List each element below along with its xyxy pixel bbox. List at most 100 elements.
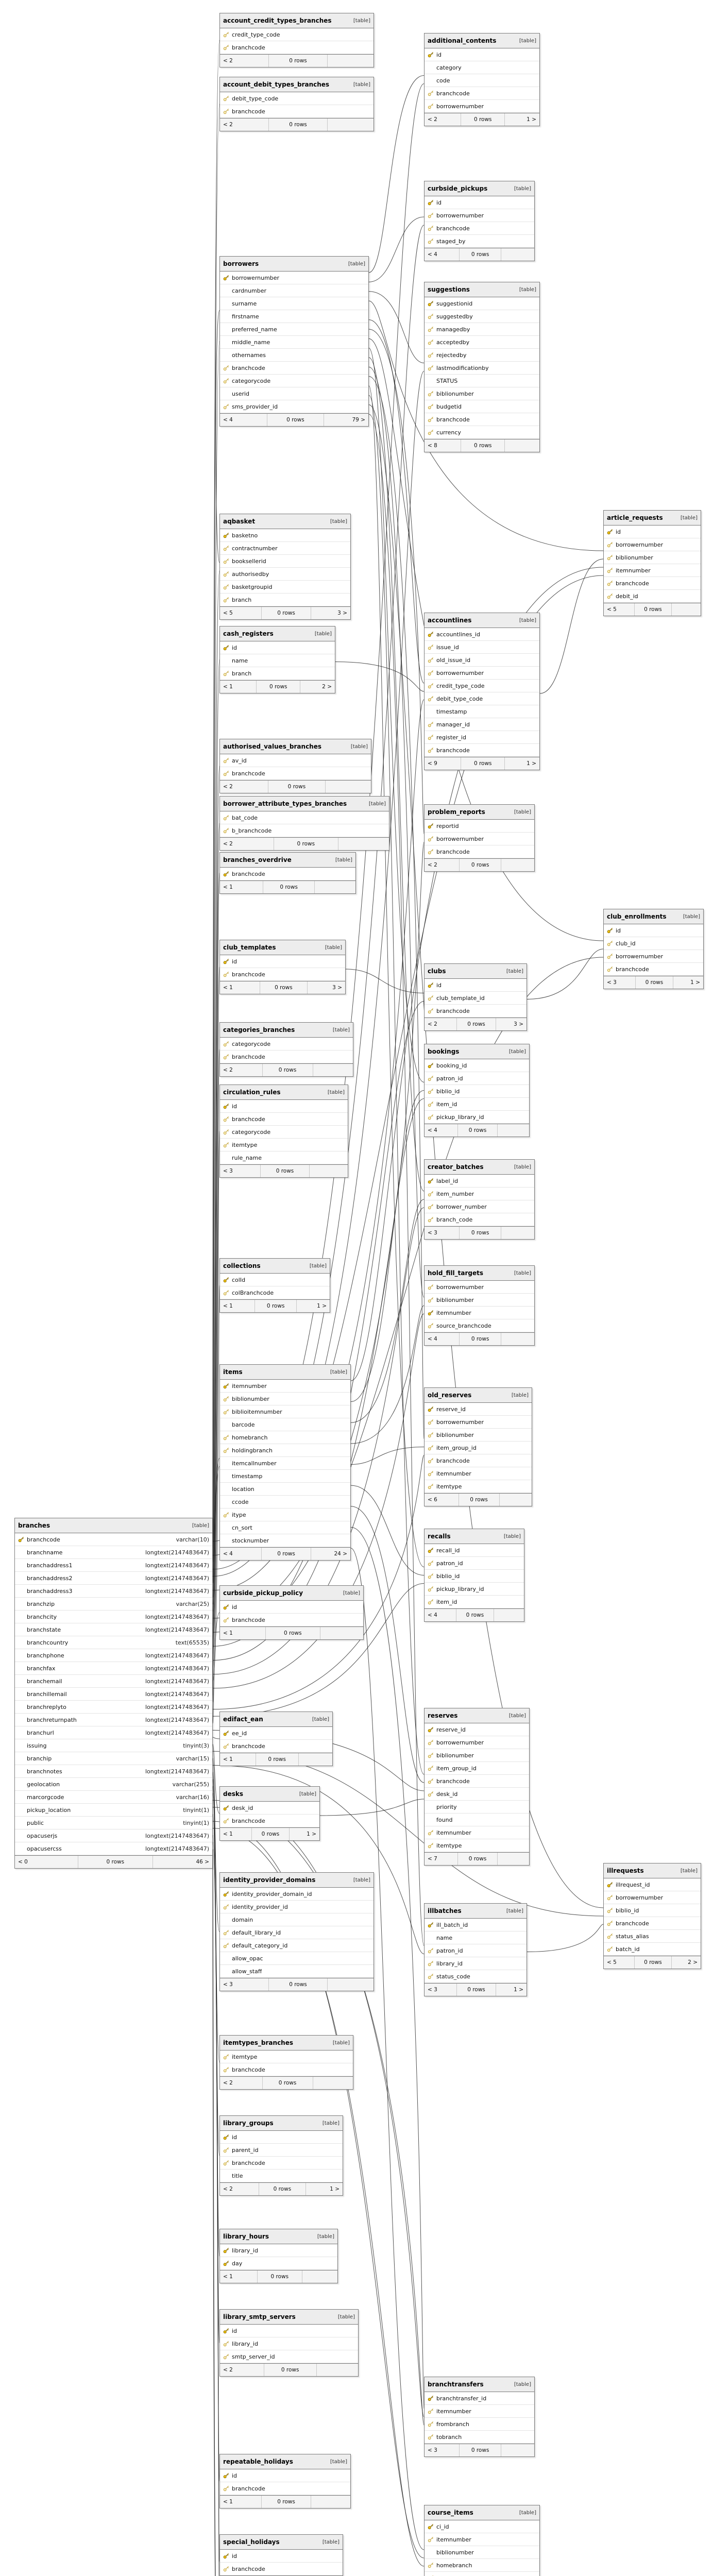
column-name: reserve_id [436, 1405, 466, 1413]
foreign-key-icon [223, 403, 229, 410]
column-name: branchcode [232, 108, 265, 115]
table-type-label: [table] [332, 1027, 350, 1033]
table-name: old_reserves [428, 1392, 472, 1399]
table-node-borrower_attribute_types_branches[interactable]: borrower_attribute_types_branches[table]… [219, 796, 389, 851]
parent-count: < 7 [425, 1853, 458, 1865]
column-row: id [220, 2550, 343, 2563]
column-name: lastmodificationby [436, 364, 489, 371]
column-name: branchstate [27, 1626, 61, 1633]
primary-key-icon [223, 1383, 229, 1389]
row-count: 0 rows [260, 981, 308, 994]
column-row: tobranch [425, 2431, 534, 2444]
parent-count: < 4 [220, 1548, 262, 1560]
parent-count: < 2 [220, 2364, 264, 2376]
column-row: barcode [220, 1418, 350, 1431]
row-count: 0 rows [267, 414, 324, 426]
column-name: id [616, 528, 621, 535]
table-header: hold_fill_targets[table] [425, 1266, 534, 1281]
column-name: category [436, 64, 462, 71]
table-node-identity_provider_domains[interactable]: identity_provider_domains[table]identity… [219, 1872, 374, 1991]
table-type-label: [table] [330, 1369, 347, 1375]
table-name: repeatable_holidays [223, 2458, 293, 2465]
column-name: branchaddress1 [27, 1562, 73, 1569]
column-row: default_category_id [220, 1939, 374, 1952]
column-row: identity_provider_domain_id [220, 1888, 374, 1901]
column-name: status_alias [616, 1933, 649, 1940]
table-header: special_holidays[table] [220, 2535, 343, 2550]
column-name: branchcode [232, 1817, 265, 1824]
column-row: basketgroupid [220, 581, 350, 594]
primary-key-icon [223, 645, 229, 651]
table-type-label: [table] [506, 968, 523, 974]
column-row: branch [220, 594, 350, 606]
column-name: borrowernumber [616, 1894, 664, 1901]
column-spacer [18, 1639, 24, 1646]
column-row: firstname [220, 310, 368, 323]
table-type-label: [table] [312, 1716, 329, 1722]
foreign-key-icon [428, 365, 434, 371]
table-name: additional_contents [428, 37, 497, 44]
child-count [313, 1064, 353, 1076]
foreign-key-icon [428, 1829, 434, 1836]
row-count: 0 rows [256, 1753, 299, 1766]
column-row: code [425, 74, 539, 87]
table-type-label: [table] [325, 944, 342, 951]
table-node-account_debit_types_branches[interactable]: account_debit_types_branches[table]debit… [219, 77, 374, 131]
foreign-key-icon [223, 1942, 229, 1948]
relationship-edge [212, 1737, 220, 1739]
column-row: borrowernumber [425, 1281, 534, 1294]
primary-key-icon [223, 2134, 229, 2140]
column-row: authorisedby [220, 568, 350, 581]
table-header: authorised_values_branches[table] [220, 739, 371, 754]
row-count: 0 rows [274, 838, 338, 850]
table-node-account_credit_types_branches[interactable]: account_credit_types_branches[table]cred… [219, 13, 374, 67]
table-name: circulation_rules [223, 1089, 281, 1096]
parent-count: < 3 [425, 2444, 460, 2456]
column-name: ci_id [436, 2523, 449, 2530]
column-name: rule_name [232, 1154, 262, 1161]
